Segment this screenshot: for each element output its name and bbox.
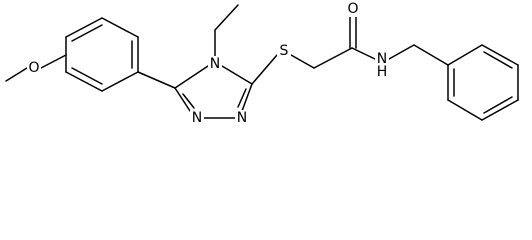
- bond-12: [137, 71, 176, 89]
- bond-17: [174, 87, 191, 112]
- bond-32: [481, 99, 519, 121]
- bond-38: [483, 51, 513, 69]
- atom-label-layer: O N S O N H N N: [27, 1, 389, 126]
- bond-19: [237, 88, 247, 108]
- bond-22: [251, 54, 278, 85]
- atom-sulfur: S: [277, 43, 291, 59]
- bond-35: [447, 44, 483, 66]
- svg-text:N: N: [377, 51, 387, 67]
- bond-21: [214, 4, 239, 31]
- bond-18: [182, 93, 195, 109]
- atom-n-amide: N: [375, 51, 389, 67]
- bond-7: [65, 17, 103, 38]
- bond-15: [241, 83, 253, 112]
- bond-24: [313, 47, 353, 69]
- atom-h-amide: H: [376, 64, 388, 80]
- atom-n2-ring: N: [235, 110, 249, 126]
- bond-3: [65, 71, 103, 92]
- svg-text:H: H: [377, 64, 388, 80]
- svg-text:O: O: [28, 60, 39, 76]
- bond-13: [174, 65, 209, 89]
- bond-6: [101, 17, 139, 38]
- atom-o-carbonyl: O: [346, 1, 360, 17]
- bond-27: [351, 47, 376, 60]
- bond-37: [483, 96, 513, 114]
- svg-text:O: O: [347, 1, 358, 17]
- molecule-diagram: O N S O N H N N: [5, 1, 519, 126]
- bond-34: [481, 44, 519, 66]
- svg-text:N: N: [210, 56, 220, 72]
- bond-23: [290, 54, 315, 69]
- bond-10: [71, 67, 103, 85]
- bond-1: [40, 54, 67, 69]
- bond-0: [5, 67, 28, 82]
- atom-n4-ring: N: [208, 56, 222, 72]
- atom-o-methoxy: O: [27, 60, 41, 76]
- bond-28: [388, 44, 415, 60]
- bond-4: [101, 71, 139, 92]
- bond-14: [221, 65, 253, 85]
- bond-layer: [5, 4, 519, 121]
- svg-text:N: N: [192, 110, 202, 126]
- bond-29: [413, 44, 449, 66]
- atom-n1-ring: N: [190, 110, 204, 126]
- bond-9: [71, 24, 103, 42]
- svg-text:N: N: [237, 110, 247, 126]
- bond-31: [447, 99, 483, 121]
- svg-text:S: S: [280, 43, 289, 59]
